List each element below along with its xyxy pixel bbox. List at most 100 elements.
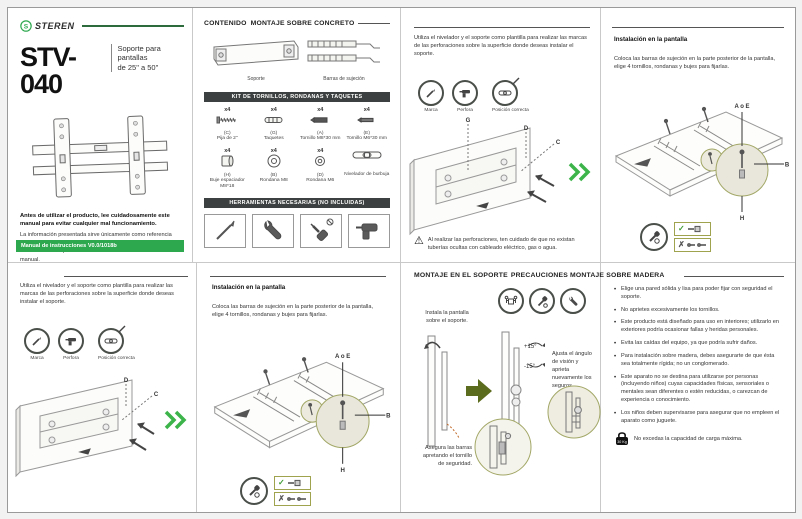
drill-tool-box [348, 214, 390, 249]
label-c: C [154, 392, 159, 398]
kit-item-tornillo-m6: x4 (E) Tornillo M6*30 mm [346, 107, 388, 141]
screwdriver-tool-box [300, 214, 342, 249]
header-rule [414, 27, 590, 28]
header-rule [64, 276, 188, 277]
screw-with-spacer-icon [287, 479, 301, 487]
title-block: STV-040 Soporte para pantallas de 25" a … [20, 44, 184, 98]
max-load-text: No excedas la capacidad de carga máxima. [634, 435, 743, 442]
precaution-item: Evita las caídas del equipo, ya que podr… [614, 340, 784, 348]
screen-install-body: Coloca las barras de sujeción en la part… [212, 303, 374, 318]
pencil-circle-icon [24, 328, 50, 355]
screen-install-diagram: A o E B H [614, 104, 790, 222]
kit-row1: x4 (C) Pija de 2" x4 (G) Taquetes x4 (A)… [204, 107, 390, 142]
divider [192, 8, 193, 262]
cover-panel: S STEREN STV-040 Soporte para pantallas … [12, 14, 188, 263]
ok-no-boxes: ✓ ✗ [274, 476, 311, 506]
pija-icon [216, 116, 237, 124]
concrete-marking-panel: Utiliza el nivelador y el soporte como p… [406, 14, 596, 260]
next-arrow-icon [466, 379, 492, 403]
subtitle-line2: de 25" a 50" [117, 62, 159, 72]
montaje-madera-header: MONTAJE SOBRE MADERA [570, 272, 665, 279]
header-rule [210, 276, 386, 277]
secure-zoom-circle [474, 418, 532, 476]
soporte-image [213, 40, 299, 66]
screen-install-title: Instalación en la pantalla [212, 284, 286, 291]
max-weight-value: 30 Kg [617, 440, 626, 444]
fastener-advice: ✓ ✗ [240, 476, 311, 506]
check-icon: ✓ [278, 478, 285, 487]
hand-screwdriver-circle-icon [640, 223, 668, 251]
ok-no-boxes: ✓ ✗ [674, 222, 711, 252]
kit-item-rondana-m6: x4 (D) Rondana M6 [306, 148, 335, 184]
contents-items: Soporte [210, 37, 384, 82]
concrete-intro: Utiliza el nivelador y el soporte como p… [414, 35, 587, 58]
concrete-wall-diagram: G D C [409, 118, 591, 236]
brand-row: S STEREN [20, 20, 184, 32]
precautions-list: Elige una pared sólida y lisa para poder… [614, 286, 784, 426]
divider [8, 262, 795, 263]
fastener-advice: ✓ ✗ [640, 222, 711, 252]
manual-sheet: S STEREN STV-040 Soporte para pantallas … [7, 7, 796, 513]
incorrect-box: ✗ [274, 492, 311, 506]
mount-diagram [424, 331, 522, 451]
max-load-row: 30 Kg No excedas la capacidad de carga m… [614, 431, 784, 446]
mount-panel: MONTAJE EN EL SOPORTE PRECAUCIONES MONTA… [406, 266, 664, 510]
label-spacer: H [740, 216, 744, 222]
posicion-step: Posición correcta [98, 325, 135, 361]
precauciones-header: PRECAUCIONES [510, 272, 569, 279]
level-circle-icon [492, 77, 520, 107]
cover-warning-bold: Antes de utilizar el producto, lee cuida… [20, 213, 170, 228]
brand-name: STEREN [35, 21, 75, 31]
screwdriver-icon [310, 218, 334, 242]
perfora-step: Perfora [58, 328, 84, 361]
warning-icon: ⚠ [414, 235, 424, 247]
label-spacer: H [340, 467, 344, 474]
correct-box: ✓ [674, 222, 711, 236]
drill-circle-icon [58, 328, 84, 355]
kit-item-buje: x4 (H) Buje espaciador M8*18 [209, 148, 245, 190]
barras-image [307, 40, 380, 63]
montaje-soporte-header: MONTAJE EN EL SOPORTE [414, 272, 508, 279]
screen-install-panel-top: Instalación en la pantalla Coloca las ba… [606, 14, 792, 260]
angle-plus-label: +15° [524, 344, 537, 350]
mount-step1-text: Instala la pantalla sobre el soporte. [425, 310, 469, 325]
chevrons-icon [568, 162, 591, 182]
precaution-item: Elige una pared sólida y lisa para poder… [614, 286, 784, 302]
cross-icon: ✗ [678, 240, 685, 249]
screw-with-spacer-icon [687, 225, 701, 233]
screen-install-body: Coloca las barras de sujeción en la part… [614, 55, 776, 70]
subtitle-line1: Soporte para pantallas [117, 44, 161, 63]
header-rule [612, 27, 784, 28]
precautions-panel: Elige una pared sólida y lisa para poder… [606, 266, 792, 510]
step-icons-row: Marca Perfora Posición correcta [418, 77, 596, 113]
correct-box: ✓ [274, 476, 311, 490]
posicion-step: Posición correcta [492, 77, 529, 113]
wood-intro: Utiliza el nivelador y el soporte como p… [20, 283, 174, 306]
kit-item-taquete: x4 (G) Taquetes [263, 107, 284, 141]
wood-wall-diagram: D C [15, 378, 187, 478]
marca-step: Marca [418, 80, 444, 113]
marca-step: Marca [24, 328, 50, 361]
precaution-item: Este producto está diseñado para uso en … [614, 319, 784, 335]
wrench-icon [264, 220, 282, 240]
screen-install-title: Instalación en la pantalla [614, 36, 688, 43]
soporte-item: Soporte [210, 37, 302, 82]
step-icons-row: Marca Perfora Posición correcta [24, 325, 192, 361]
label-d: D [124, 378, 129, 384]
brand-rule [81, 25, 184, 27]
header-rule [684, 276, 784, 277]
wood-marking-panel: Utiliza el nivelador y el soporte como p… [12, 266, 192, 510]
precaution-item: Los niños deben supervisarse para asegur… [614, 410, 784, 426]
label-c: C [556, 140, 561, 146]
manual-version-bar: Manual de instrucciones V0.0/1018b [16, 240, 184, 252]
wrench-circle-icon [560, 288, 586, 314]
mount-secure-text: Asegura las barras apretando el tornillo… [422, 444, 472, 467]
mount-adjust-text: Ajusta el ángulo de visión y aprieta nue… [552, 350, 592, 390]
soporte-caption: Soporte [247, 76, 265, 82]
manual-screwdriver-circle-icon [529, 288, 555, 314]
screen-install-panel-bottom: Instalación en la pantalla Coloca las ba… [202, 266, 396, 510]
kit-item-nivelador: Nivelador de burbuja [344, 148, 391, 190]
barras-caption: Barras de sujeción [323, 76, 365, 82]
svg-text:S: S [24, 23, 29, 30]
angle-minus-label: -15° [524, 364, 536, 370]
